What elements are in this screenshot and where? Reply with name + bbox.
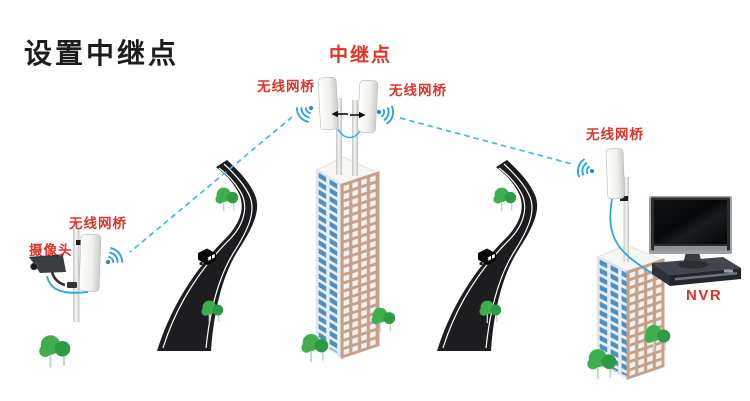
wifi-icon-nvr-side <box>575 157 598 181</box>
monitor-screen <box>654 200 727 244</box>
bridge-label-camera-side: 无线网桥 <box>69 216 127 231</box>
page-title: 设置中继点 <box>24 38 180 69</box>
relay-point-label: 中继点 <box>329 45 393 66</box>
wifi-icon-camera <box>99 245 126 272</box>
bridge-label-relay-left: 无线网桥 <box>257 79 315 94</box>
arrow-left-icon <box>331 110 338 118</box>
tree <box>214 186 239 213</box>
camera-label: 摄像头 <box>29 243 73 258</box>
wireless-link-relay-nvr <box>399 117 573 165</box>
camera-site <box>29 228 102 322</box>
bridge-label-nvr-side: 无线网桥 <box>586 127 644 142</box>
bridge-label-relay-right: 无线网桥 <box>389 83 447 98</box>
bridge-antenna-camera <box>78 233 102 292</box>
cable-bridge-to-nvr <box>609 198 659 278</box>
wifi-icon-relay-left <box>293 98 320 125</box>
monitor <box>649 196 732 269</box>
wifi-icon-relay-right <box>373 102 396 126</box>
camera-icon <box>29 254 77 288</box>
nvr-label: NVR <box>686 287 723 304</box>
wireless-link-camera-relay <box>129 116 293 253</box>
bridge-antenna-relay-left <box>317 76 339 131</box>
bridge-antenna-relay-right <box>357 79 379 133</box>
relay-building <box>315 156 380 360</box>
tree <box>492 186 517 213</box>
bridge-antenna-nvr <box>605 148 625 200</box>
nvr-site-antenna <box>605 148 629 262</box>
relay-antennas <box>317 76 379 176</box>
cable-camera-to-bridge <box>46 275 89 294</box>
arrow-right-icon <box>359 111 366 119</box>
relay-link-arc <box>337 128 361 139</box>
tree <box>38 334 72 369</box>
